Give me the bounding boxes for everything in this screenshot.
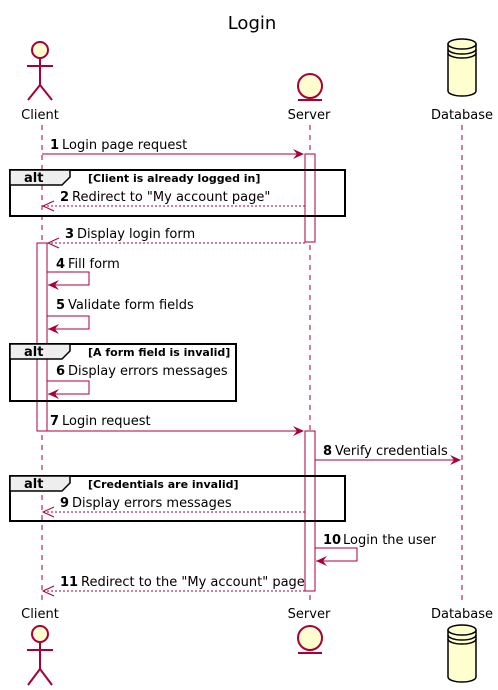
message-4: 4 Fill form	[47, 257, 120, 290]
activation-bars	[36, 153, 316, 592]
activation-bar	[36, 242, 48, 432]
alt-keyword: alt	[24, 171, 43, 186]
actor-icon	[27, 41, 53, 101]
message-11: 11 Redirect to the "My account" page	[41, 575, 305, 597]
participant-label: Server	[288, 108, 331, 123]
database-icon	[447, 624, 477, 683]
participant-label: Database	[431, 607, 493, 622]
message-label: Fill form	[68, 257, 120, 272]
participant-server-bottom: Server	[288, 607, 331, 654]
message-label: Display errors messages	[68, 364, 228, 379]
participant-client-bottom: Client	[21, 607, 59, 686]
message-number: 5	[56, 298, 65, 313]
message-number: 2	[60, 190, 69, 205]
message-number: 3	[65, 227, 74, 242]
participant-label: Client	[21, 108, 59, 123]
database-icon	[447, 38, 477, 97]
message-1: 1 Login page request	[42, 138, 304, 159]
activation-bar	[304, 153, 316, 243]
entity-icon	[297, 73, 323, 101]
message-5: 5 Validate form fields	[47, 298, 194, 334]
participant-label: Database	[431, 108, 493, 123]
actor-icon	[27, 625, 53, 686]
message-label: Validate form fields	[68, 298, 194, 313]
message-label: Login page request	[62, 138, 187, 153]
messages: 1 Login page request 2 Redirect to "My a…	[41, 138, 461, 597]
alt-keyword: alt	[24, 345, 43, 360]
alt-fragment: alt [Credentials are invalid]	[9, 475, 346, 522]
participant-label: Server	[288, 607, 331, 622]
participant-database-bottom: Database	[431, 607, 493, 683]
message-label: Display login form	[77, 227, 195, 242]
activation-bar	[304, 430, 316, 592]
message-10: 10 Login the user	[315, 533, 437, 566]
message-8: 8 Verify credentials	[315, 444, 461, 465]
message-number: 8	[323, 444, 332, 459]
participant-client-top: Client	[21, 41, 59, 123]
message-number: 6	[56, 364, 65, 379]
message-number: 1	[50, 138, 59, 153]
alt-fragment: alt [A form field is invalid]	[9, 343, 237, 402]
participant-label: Client	[21, 607, 59, 622]
message-number: 4	[56, 257, 65, 272]
message-2: 2 Redirect to "My account page"	[41, 190, 305, 212]
message-label: Redirect to the "My account" page	[81, 575, 305, 590]
participant-database-top: Database	[431, 38, 493, 123]
message-label: Login the user	[343, 533, 437, 548]
alt-fragment: alt [Client is already logged in]	[9, 169, 346, 217]
diagram-title: Login	[228, 13, 277, 34]
alt-keyword: alt	[24, 477, 43, 492]
message-label: Display errors messages	[72, 496, 232, 511]
participant-server-top: Server	[288, 73, 331, 123]
message-label: Login request	[62, 414, 151, 429]
alt-guard: [Credentials are invalid]	[88, 478, 239, 491]
alt-guard: [Client is already logged in]	[88, 172, 260, 185]
message-label: Redirect to "My account page"	[72, 190, 270, 205]
message-number: 11	[60, 575, 78, 590]
message-number: 9	[60, 496, 69, 511]
entity-icon	[297, 625, 323, 654]
message-7: 7 Login request	[47, 414, 304, 436]
alt-guard: [A form field is invalid]	[88, 346, 230, 359]
message-3: 3 Display login form	[46, 227, 305, 249]
message-label: Verify credentials	[335, 444, 448, 459]
message-number: 7	[50, 414, 59, 429]
message-9: 9 Display errors messages	[41, 496, 305, 518]
message-number: 10	[323, 533, 341, 548]
message-6: 6 Display errors messages	[47, 364, 228, 399]
